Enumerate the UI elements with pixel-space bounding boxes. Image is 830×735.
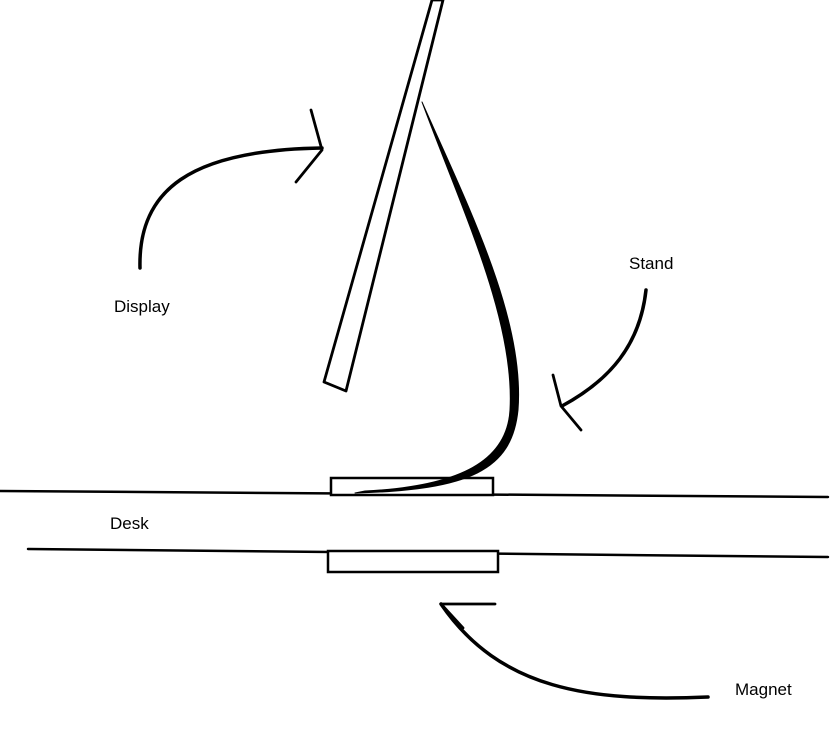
stand-curve <box>354 101 520 494</box>
display-arrow <box>138 146 324 270</box>
stand-arrow <box>560 288 648 408</box>
magnet-arrowhead <box>439 602 497 630</box>
desk-label: Desk <box>110 514 149 533</box>
magnet-plate <box>326 549 500 574</box>
display-panel <box>322 0 445 393</box>
display-arrowhead <box>294 108 324 184</box>
stand-label: Stand <box>629 254 674 273</box>
magnet-arrow <box>439 602 710 700</box>
display-label: Display <box>114 297 170 316</box>
stand-arrowhead <box>551 373 583 432</box>
magnet-label: Magnet <box>735 680 792 699</box>
